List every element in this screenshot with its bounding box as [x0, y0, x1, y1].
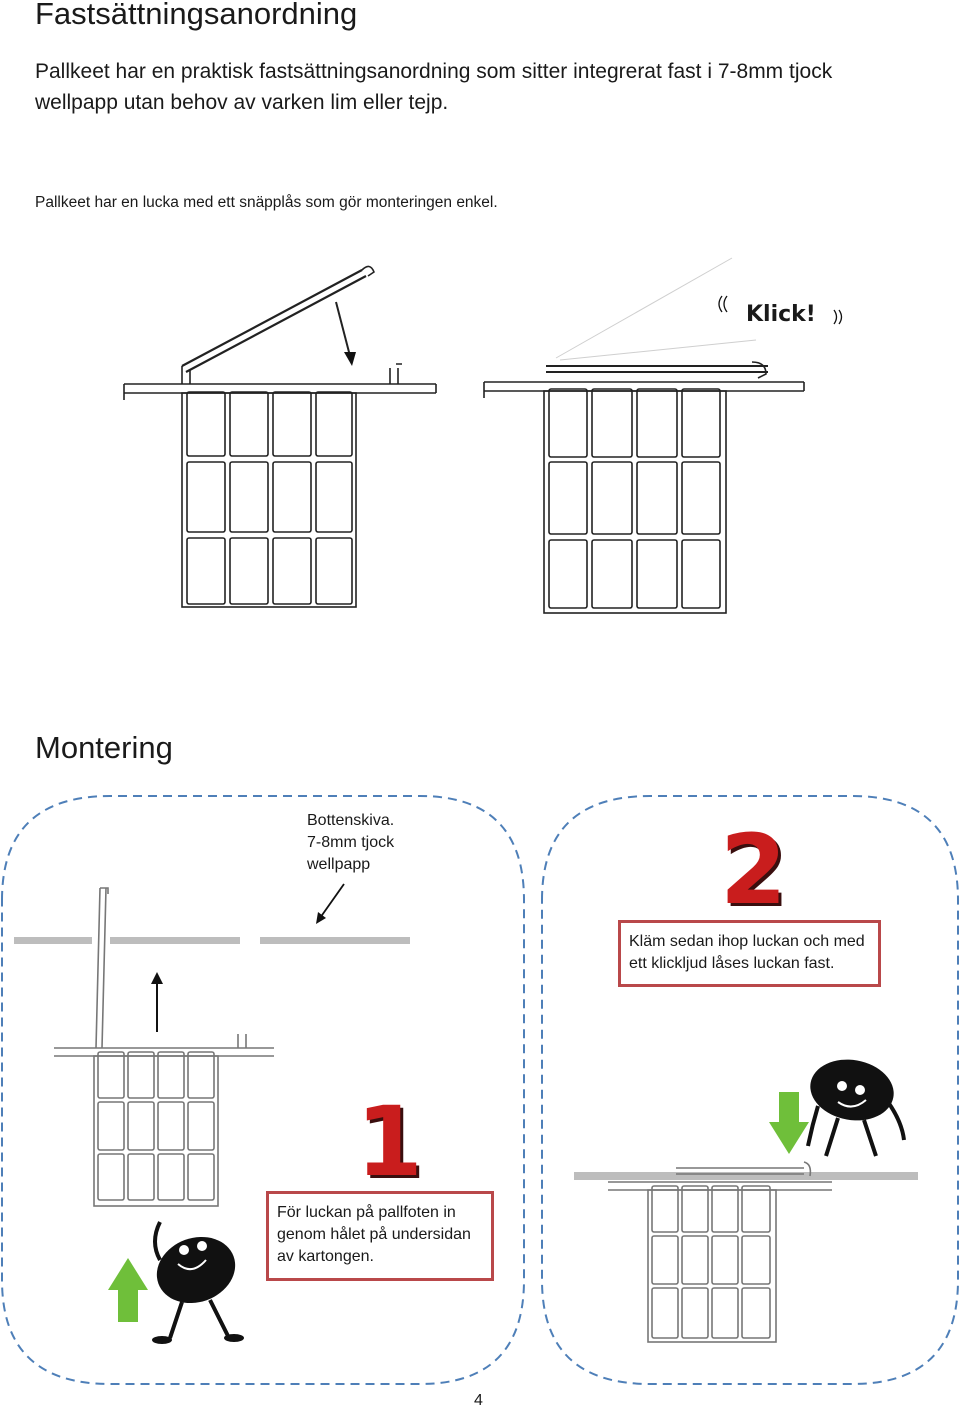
- mascot-pushing-down: [806, 1059, 906, 1157]
- bottenskiva-callout: Bottenskiva. 7-8mm tjock wellpapp: [307, 810, 457, 876]
- step1-number: 1: [356, 1086, 423, 1198]
- step1-instruction-text: För luckan på pallfoten in genom hålet p…: [277, 1204, 471, 1265]
- callout-line-3: wellpapp: [307, 856, 371, 873]
- step2-number: 2: [720, 814, 787, 926]
- intro-paragraph: Pallkeet har en praktisk fastsättningsan…: [35, 60, 833, 114]
- lucka-description: Pallkeet har en lucka med ett snäpplås s…: [35, 194, 498, 211]
- page-number: 4: [474, 1392, 483, 1409]
- step2-instruction-text: Kläm sedan ihop luckan och med ett klick…: [629, 933, 865, 972]
- pallet-foot-open-diagram: [123, 257, 843, 614]
- callout-line-2: 7-8mm tjock: [307, 834, 395, 851]
- mascot-pushing-up: [152, 1221, 244, 1344]
- section-title-montering: Montering: [35, 730, 173, 765]
- section-title-fastsattning: Fastsättningsanordning: [35, 0, 358, 31]
- step1-diagram: [14, 883, 410, 1344]
- step2-diagram: [574, 1059, 918, 1343]
- callout-line-1: Bottenskiva.: [307, 812, 395, 829]
- klick-label: Klick!: [746, 302, 816, 327]
- step2-instruction-box: Kläm sedan ihop luckan och med ett klick…: [618, 920, 881, 987]
- step1-instruction-box: För luckan på pallfoten in genom hålet p…: [266, 1191, 494, 1281]
